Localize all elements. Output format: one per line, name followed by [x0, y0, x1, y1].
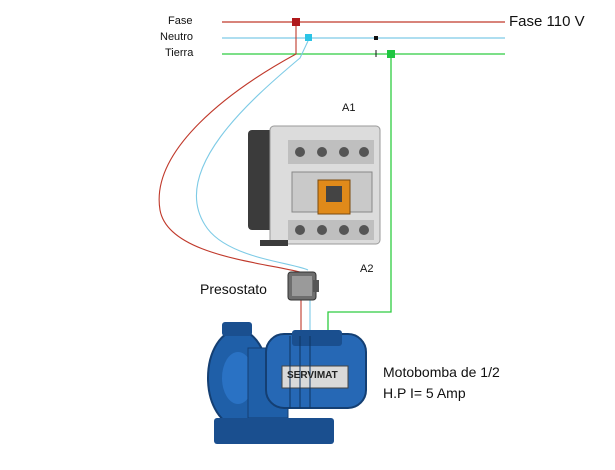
contactor-icon: [248, 125, 381, 246]
contactor-a1-label: A1: [342, 102, 356, 114]
pump-label-line1: Motobomba de 1/2: [383, 364, 500, 380]
neutro-wire: [195, 40, 309, 271]
pump-label-line2: H.P I= 5 Amp: [383, 385, 466, 401]
neutro-label: Neutro: [160, 31, 194, 43]
fase-label: Fase: [168, 15, 193, 27]
tierra-wire: [327, 58, 392, 336]
pressure-switch-icon: [287, 271, 319, 301]
pressure-switch-label: Presostato: [200, 281, 267, 297]
tierra-junction: [387, 50, 395, 58]
supply-label: Fase 110 V: [509, 13, 585, 30]
pump-brand-label: SERVIMAT: [287, 370, 338, 381]
contactor-a2-label: A2: [360, 263, 374, 275]
fase-junction: [292, 18, 300, 26]
fase-wire: [158, 26, 301, 273]
neutro-junction: [305, 34, 312, 41]
pump-icon: [207, 322, 367, 444]
tierra-label: Tierra: [165, 47, 194, 59]
neutro-dot: [374, 36, 378, 40]
